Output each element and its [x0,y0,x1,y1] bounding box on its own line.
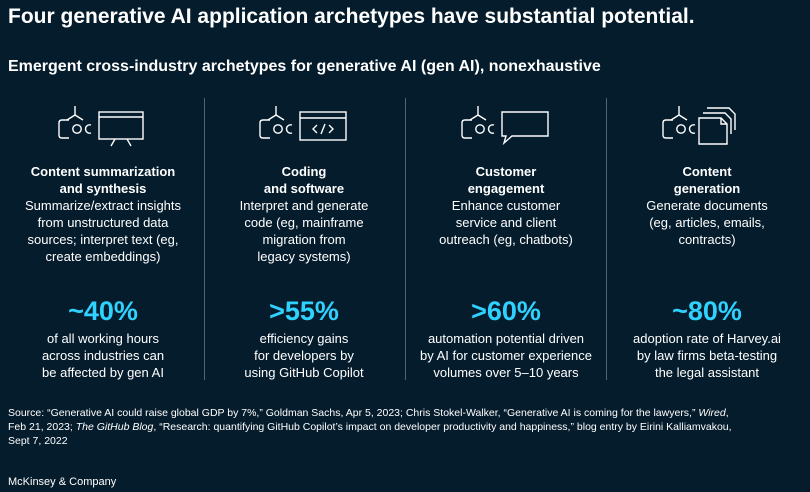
source-line: Feb 21, 2023; The GitHub Blog, “Research… [8,420,802,434]
stat-desc-line: volumes over 5–10 years [433,365,579,380]
stat-desc-line: be affected by gen AI [42,365,164,380]
archetype-column-customer: Customer engagement Enhance customer ser… [405,104,607,248]
column-desc-line: legacy systems) [257,249,351,264]
column-desc-line: Generate documents [646,198,768,213]
robot-documents-icon [662,106,736,145]
column-desc-line: Enhance customer [451,198,561,213]
source-text: Feb 21, 2023; [8,421,73,433]
page-subtitle: Emergent cross-industry archetypes for g… [8,58,601,75]
stat-description: efficiency gains for developers by using… [203,330,405,381]
stat-description: automation potential driven by AI for cu… [405,330,607,381]
column-desc-line: (eg, articles, emails, [649,215,765,230]
source-text: , “Research: quantifying GitHub Copilot’… [153,421,732,433]
stat-value: ~40% [68,296,138,326]
source-publication: The GitHub Blog [75,421,154,433]
stat-value: >60% [471,296,541,326]
robot-chat-icon [461,106,549,146]
stat-desc-line: the legal assistant [654,365,760,380]
stat-desc-line: by law firms beta-testing [636,348,778,363]
stat-desc-line: for developers by [254,348,354,363]
column-title-line: engagement [467,181,545,196]
page-title: Four generative AI application archetype… [8,5,695,28]
column-divider [405,98,406,380]
stat-desc-line: of all working hours [47,331,159,346]
column-desc-line: code (eg, mainframe [244,215,364,230]
source-note: Source: “Generative AI could raise globa… [8,406,802,448]
column-divider [204,98,205,380]
column-title-line: and software [263,181,345,196]
stat-desc-line: by AI for customer experience [420,348,592,363]
column-desc-line: create embeddings) [45,249,161,264]
source-line: Source: “Generative AI could raise globa… [8,406,802,420]
column-title-line: Content summarization [30,164,176,179]
column-title-line: Coding [281,164,327,179]
stat-desc-line: using GitHub Copilot [244,365,364,380]
robot-presentation-icon [58,106,144,147]
stat-value: >55% [269,296,339,326]
stat-description: of all working hours across industries c… [2,330,204,381]
column-desc-line: contracts) [678,232,736,247]
column-title-line: and synthesis [59,181,147,196]
column-title-line: generation [673,181,741,196]
column-desc-line: outreach (eg, chatbots) [439,232,573,247]
column-divider [606,98,607,380]
source-text: Source: “Generative AI could raise globa… [8,407,696,419]
source-text: , [725,407,729,419]
column-desc-line: migration from [262,232,346,247]
archetype-column-coding: Coding and software Interpret and genera… [203,104,405,265]
column-desc-line: service and client [455,215,557,230]
column-title-line: Customer [475,164,537,179]
stat-desc-line: adoption rate of Harvey.ai [633,331,781,346]
stat-desc-line: across industries can [41,348,165,363]
stat-description: adoption rate of Harvey.ai by law firms … [606,330,808,381]
column-desc-line: sources; interpret text (eg, [27,232,179,247]
column-desc-line: Interpret and generate [239,198,369,213]
archetype-column-summarization: Content summarization and synthesis Summ… [2,104,204,265]
column-title-line: Content [682,164,732,179]
column-desc-line: from unstructured data [37,215,169,230]
stat-value: ~80% [672,296,742,326]
robot-code-icon [259,106,347,141]
stat-desc-line: automation potential driven [427,331,585,346]
source-line: Sept 7, 2022 [8,435,68,447]
source-publication: Wired [698,407,726,419]
column-desc-line: Summarize/extract insights [24,198,182,213]
archetype-column-content-generation: Content generation Generate documents (e… [606,104,808,248]
stat-desc-line: efficiency gains [259,331,349,346]
brand-name: McKinsey & Company [8,476,117,488]
